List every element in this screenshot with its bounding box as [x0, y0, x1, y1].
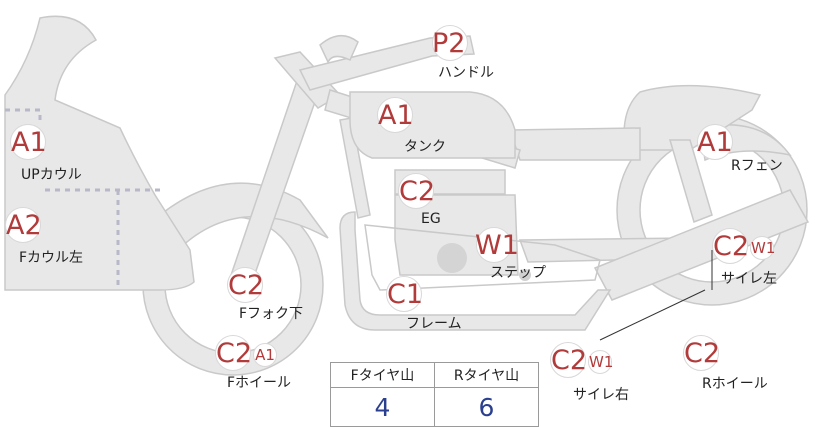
- code-w1-step: W1: [475, 230, 519, 261]
- value-rear-tire-tread: 6: [434, 387, 539, 427]
- code-a1-rfender: A1: [697, 127, 733, 158]
- badge-c1-frame: [386, 276, 422, 312]
- cowl-section-line-top: [5, 108, 42, 120]
- code-c2-rwheel: C2: [684, 338, 721, 369]
- mirror: [319, 35, 359, 64]
- badge-c2-rwheel: [683, 335, 719, 371]
- code-c2-muffler-left-sub: W1: [750, 235, 775, 260]
- code-a1-tank: A1: [378, 100, 414, 131]
- badge-c2-eg: [398, 173, 434, 209]
- code-c2-eg: C2: [399, 176, 436, 207]
- exhaust-pipe: [339, 211, 612, 331]
- badge-c2-muffler-left: [712, 228, 748, 264]
- engine-cover: [437, 243, 467, 273]
- front-fender: [159, 182, 329, 252]
- label-f-cowl-left: Fカウル左: [19, 250, 84, 266]
- tire-tread-table: Fタイヤ山 Rタイヤ山 4 6: [330, 362, 539, 427]
- label-r-wheel: Rホイール: [702, 376, 768, 392]
- leader-line-muffler-right: [599, 289, 706, 341]
- label-muffler-right: サイレ右: [573, 387, 629, 403]
- code-c2-muffler-right-main: C2: [551, 345, 588, 376]
- code-p2: P2: [432, 28, 466, 59]
- badge-a1-rfender: [697, 124, 733, 160]
- code-c2-fwheel-main: C2: [216, 338, 253, 369]
- badge-p2: [432, 25, 468, 61]
- code-c2-fwheel-sub: A1: [253, 342, 278, 367]
- label-tank: タンク: [404, 139, 446, 155]
- code-c1-frame: C1: [387, 279, 424, 310]
- label-handlebar: ハンドル: [438, 65, 494, 81]
- code-c2-muffler-right-sub: W1: [588, 349, 613, 374]
- badge-a1-upcowl: [10, 124, 46, 160]
- rear-frame: [508, 127, 641, 161]
- badge-a1-tank: [377, 97, 413, 133]
- label-f-wheel: Fホイール: [227, 375, 292, 391]
- seat: [623, 84, 762, 151]
- badge-c2-ffork: [227, 267, 263, 303]
- code-a1-upcowl: A1: [11, 127, 47, 158]
- label-r-fender: Rフェン: [731, 158, 783, 174]
- label-engine: EG: [421, 211, 441, 227]
- badge-c2-muffler-right: [550, 342, 586, 378]
- handlebar: [298, 35, 475, 91]
- code-a2-fcowl: A2: [6, 210, 42, 241]
- badge-w1-step: [476, 227, 512, 263]
- lower-frame: [364, 224, 601, 291]
- frame-tube-down: [339, 117, 371, 219]
- label-step: ステップ: [490, 265, 546, 281]
- header-rear-tire-tread: Rタイヤ山: [434, 362, 539, 388]
- code-c2-muffler-left-main: C2: [713, 231, 750, 262]
- label-muffler-left: サイレ左: [721, 271, 777, 287]
- label-f-fork-lower: Fフォク下: [239, 306, 304, 322]
- front-cowl: [4, 15, 195, 291]
- header-front-tire-tread: Fタイヤ山: [330, 362, 435, 388]
- step-bolt: [519, 269, 531, 281]
- rear-shock: [668, 139, 713, 223]
- label-frame: フレーム: [406, 316, 462, 332]
- badge-c2-fwheel: [215, 335, 251, 371]
- value-front-tire-tread: 4: [330, 387, 435, 427]
- code-c2-ffork: C2: [228, 270, 265, 301]
- badge-a2-fcowl: [5, 207, 41, 243]
- label-up-cowl: UPカウル: [21, 167, 82, 183]
